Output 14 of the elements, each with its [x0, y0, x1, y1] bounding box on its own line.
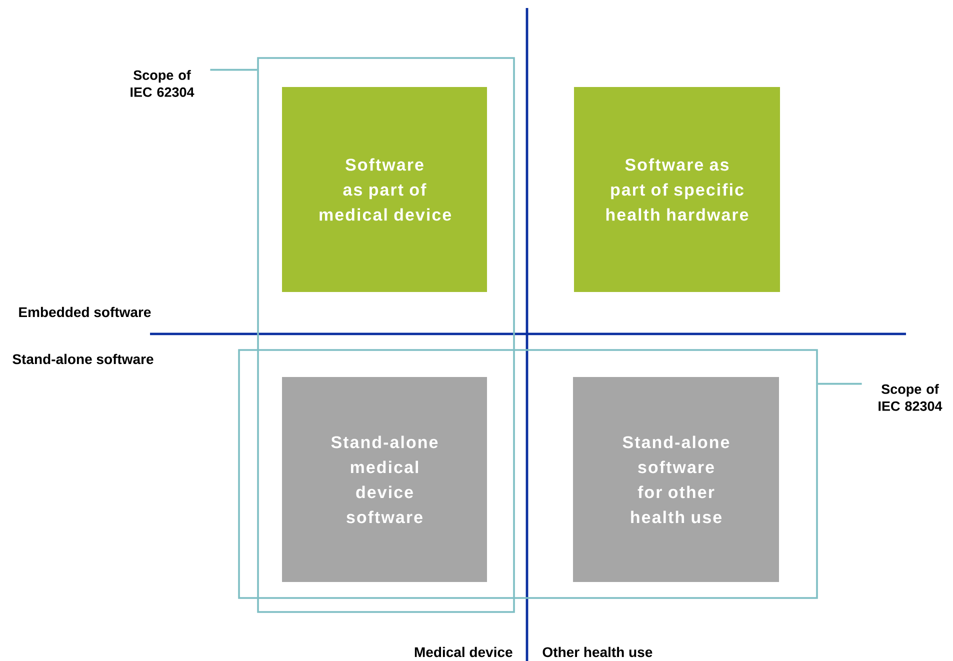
axis-label: Other health use [542, 646, 652, 658]
axis-label: Medical device [414, 646, 512, 658]
scope-label: Scope of IEC 82304 [878, 384, 942, 411]
leader-line [818, 382, 862, 385]
category-box: Software as part of specific health hardware [574, 87, 780, 292]
scope-frame [257, 57, 515, 613]
leader-line [210, 68, 258, 71]
category-box: Stand-alone medical device software [282, 376, 487, 582]
category-box: Software as part of medical device [282, 87, 487, 292]
axis-label: Stand-alone software [12, 354, 154, 364]
scope-frame [238, 349, 818, 599]
scope-label: Scope of IEC 62304 [130, 70, 194, 97]
category-box: Stand-alone software for other health use [573, 376, 779, 582]
axis-label: Embedded software [19, 306, 151, 318]
